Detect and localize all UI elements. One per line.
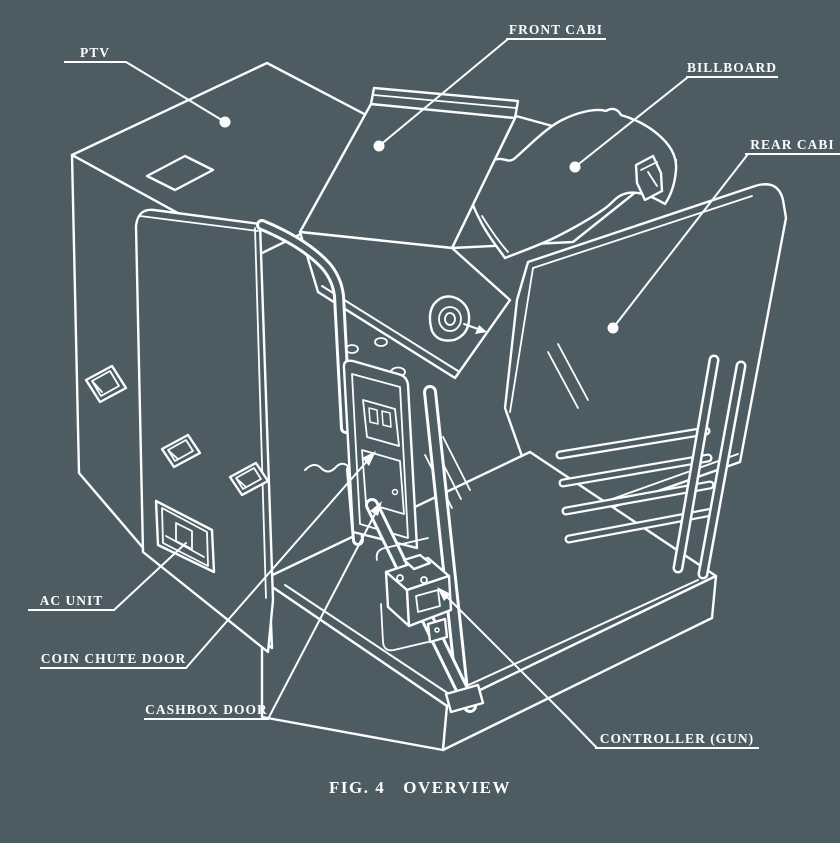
label-ptv: PTV	[64, 45, 126, 63]
ac-unit-leader	[113, 542, 187, 611]
billboard-panel	[469, 107, 678, 260]
front-cab-top	[298, 86, 520, 396]
label-billboard: BILLBOARD	[686, 60, 778, 78]
front-cab-side-wall	[134, 208, 275, 654]
figure-title: OVERVIEW	[403, 778, 511, 797]
rear-service-ladder	[555, 354, 747, 580]
figure-number: FIG. 4	[329, 778, 386, 797]
controller-gun-leader	[437, 587, 598, 749]
gun-holder	[428, 295, 487, 342]
cashbox-door-plate	[361, 449, 405, 515]
side-handle	[84, 364, 128, 404]
ptv-leader	[125, 61, 231, 128]
label-coin-chute-door: COIN CHUTE DOOR	[40, 651, 187, 669]
label-controller-gun: CONTROLLER (GUN)	[595, 731, 759, 749]
side-handle	[228, 461, 270, 497]
label-front-cabi: FRONT CABI	[506, 22, 606, 40]
coin-door-column	[342, 337, 471, 550]
cashbox-door-leader	[267, 501, 382, 720]
label-rear-cabi: REAR CABI	[745, 137, 840, 155]
leader-lines	[113, 38, 749, 749]
label-cashbox-door: CASHBOX DOOR	[144, 702, 269, 720]
coin-chute-door-leader	[185, 451, 376, 669]
front-cabi-leader	[373, 38, 509, 152]
side-handle	[160, 433, 202, 469]
ac-unit-panel	[154, 499, 216, 574]
rear-cabi-leader	[607, 153, 749, 334]
base-platform	[260, 450, 718, 752]
label-ac-unit: AC UNIT	[28, 593, 115, 611]
coin-chute-door-plate	[362, 399, 400, 447]
figure-caption: FIG. 4 OVERVIEW	[0, 778, 840, 798]
billboard-leader	[569, 76, 689, 173]
billboard-bracket	[634, 154, 664, 202]
